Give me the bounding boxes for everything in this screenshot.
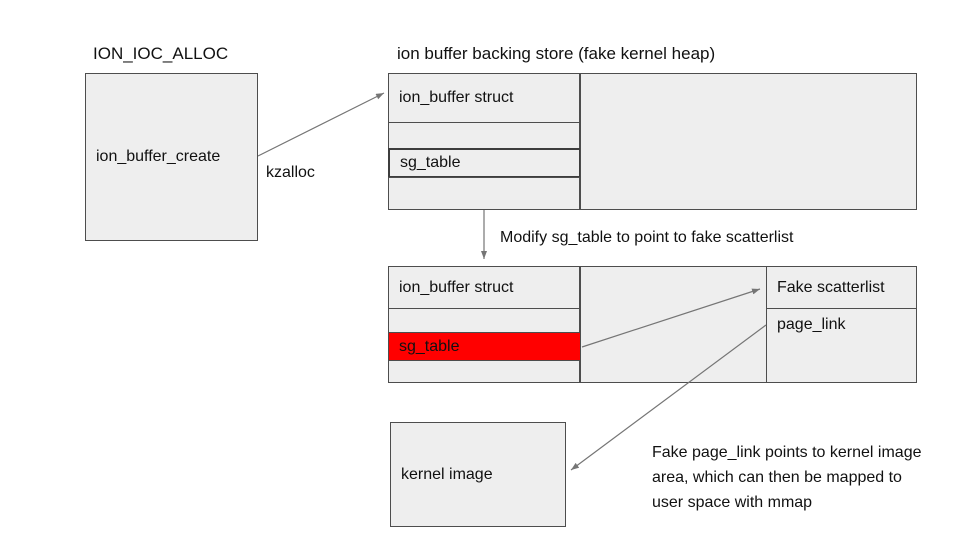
ion-buffer-create-box: ion_buffer_create (85, 73, 258, 241)
row-label: ion_buffer struct (399, 278, 514, 296)
kernel-image-box: kernel image (390, 422, 566, 527)
backing-store-row-spacer-1 (388, 122, 580, 149)
modified-data-box (580, 266, 767, 383)
kzalloc-arrow (257, 92, 385, 157)
page-link-note-text: Fake page_link points to kernel image ar… (652, 444, 922, 511)
row-label: sg_table (400, 154, 461, 171)
fake-scatterlist-header-row: Fake scatterlist (766, 266, 917, 309)
modified-row-sg-table-highlighted: sg_table (388, 332, 581, 361)
row-label: page_link (777, 316, 846, 333)
row-label: Fake scatterlist (777, 278, 885, 296)
modified-row-spacer-2 (388, 360, 580, 383)
page-link-row: page_link (766, 308, 917, 383)
ion-ioc-alloc-title: ION_IOC_ALLOC (93, 44, 229, 63)
backing-store-row-ion-buffer-struct: ion_buffer struct (388, 73, 580, 123)
row-label: ion_buffer struct (399, 89, 514, 106)
kernel-image-label: kernel image (401, 465, 493, 483)
ion-buffer-create-label: ion_buffer_create (96, 148, 221, 165)
backing-store-row-sg-table: sg_table (388, 148, 581, 178)
kzalloc-label: kzalloc (266, 164, 315, 181)
row-label: sg_table (399, 337, 460, 355)
modified-row-ion-buffer-struct: ion_buffer struct (388, 266, 580, 309)
backing-store-data-box (580, 73, 917, 210)
modify-sg-table-label: Modify sg_table to point to fake scatter… (500, 229, 794, 246)
backing-store-title: ion buffer backing store (fake kernel he… (397, 44, 716, 63)
modified-row-spacer-1 (388, 308, 580, 333)
backing-store-row-spacer-2 (388, 177, 580, 210)
